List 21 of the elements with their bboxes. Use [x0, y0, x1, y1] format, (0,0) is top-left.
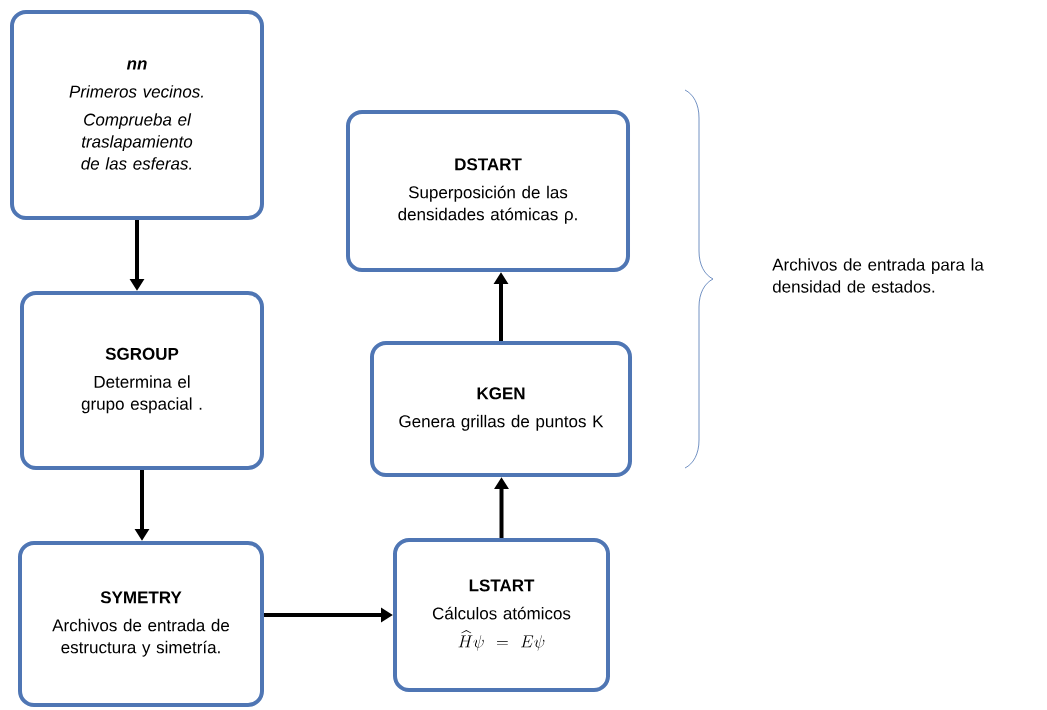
box-title: nn	[126, 60, 147, 70]
box-text: Archivos de entrada de estructura y simetría.	[52, 618, 230, 657]
note-text: Archivos de entrada para la densidad de estados.	[772, 258, 984, 293]
box-text: Primeros vecinos.	[69, 85, 203, 98]
box-title: SGROUP	[105, 347, 179, 360]
box-text: Determina el grupo espacial .	[81, 375, 202, 414]
box-title: DSTART	[455, 158, 522, 171]
box-title: SYMETRY	[100, 591, 182, 604]
box-text: Cálculos atómicos	[432, 606, 571, 620]
process-box	[18, 541, 264, 707]
process-box	[393, 538, 610, 692]
box-title: LSTART	[469, 579, 535, 592]
box-text: Genera grillas de puntos K	[399, 414, 604, 431]
box-text: Superposición de las densidades atómicas ρ.	[398, 185, 577, 224]
box-title: KGEN	[477, 387, 525, 400]
process-box	[370, 341, 632, 477]
process-box	[346, 110, 630, 272]
process-box	[20, 291, 264, 470]
box-text: Comprueba el traslapamiento de las esferas.	[81, 113, 193, 170]
process-box	[10, 10, 264, 220]
formula: $\widehat{H}\psi = E\psi$	[458, 630, 545, 651]
